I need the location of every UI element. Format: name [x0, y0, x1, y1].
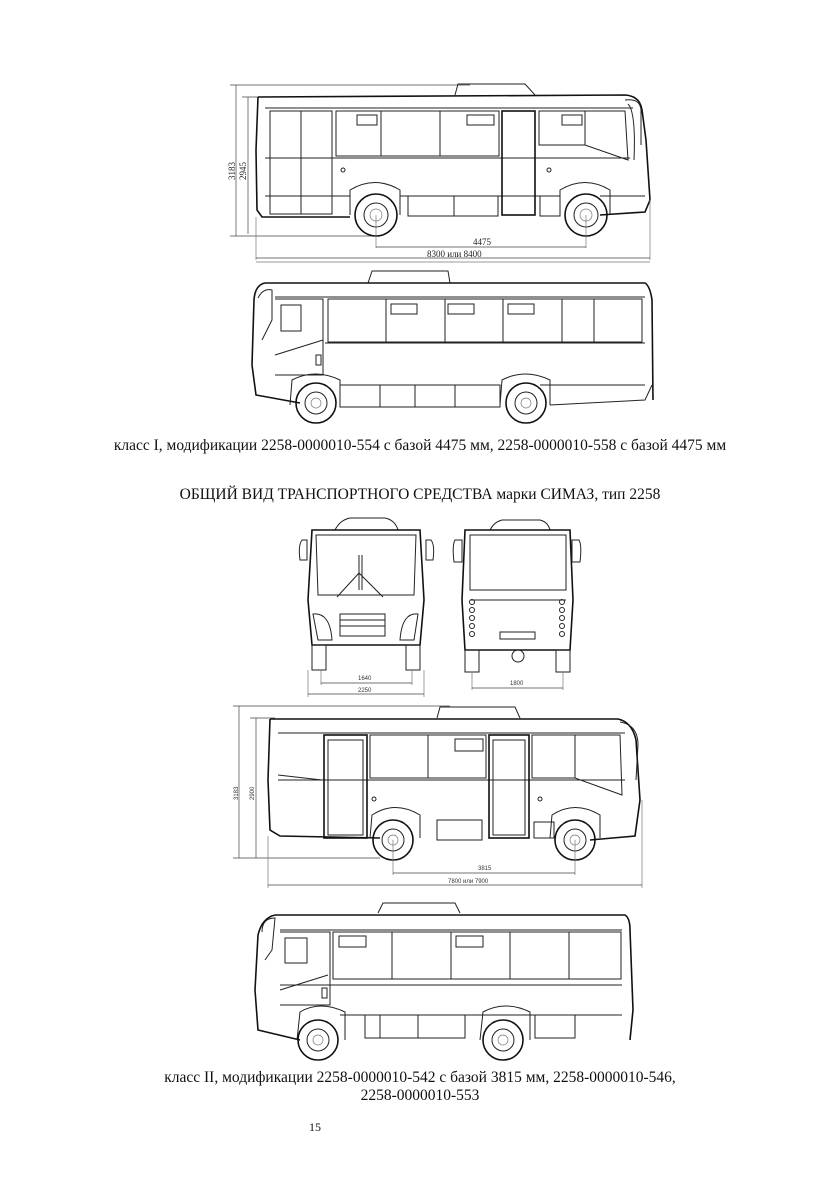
class1-side-view-left-drawing	[251, 270, 654, 424]
class2-wheelbase-label: 3815	[478, 866, 492, 872]
class1-height-body-label: 2945	[238, 162, 248, 181]
class2-height-total-label: 3183	[234, 786, 240, 800]
class2-side-view-left-drawing	[254, 902, 634, 1061]
page-number: 15	[309, 1120, 321, 1134]
page-title: ОБЩИЙ ВИД ТРАНСПОРТНОГО СРЕДСТВА марки С…	[179, 486, 661, 503]
class1-height-total-label: 3183	[227, 162, 237, 181]
rear-track-label: 1800	[510, 681, 524, 687]
class1-length-label: 8300 или 8400	[427, 249, 482, 259]
class2-side-view-right-drawing: 3183 2900 3815 7800 или 7900	[233, 705, 643, 888]
front-width-label: 2250	[358, 688, 372, 694]
class2-caption-line2: 2258-0000010-553	[360, 1087, 480, 1104]
front-track-label: 1640	[358, 676, 372, 682]
class2-front-view-drawing: 1640 2250	[298, 517, 435, 697]
class2-length-label: 7800 или 7900	[448, 879, 489, 885]
class2-height-body-label: 2900	[250, 786, 256, 800]
class1-caption: класс I, модификации 2258-0000010-554 с …	[113, 437, 727, 454]
class1-side-view-right-drawing: 3183 2945 4475 8300 или 8400	[227, 83, 651, 263]
class1-wheelbase-label: 4475	[473, 237, 492, 247]
class2-rear-view-drawing: 1800	[452, 519, 582, 690]
class2-caption-line1: класс II, модификации 2258-0000010-542 с…	[164, 1069, 676, 1086]
